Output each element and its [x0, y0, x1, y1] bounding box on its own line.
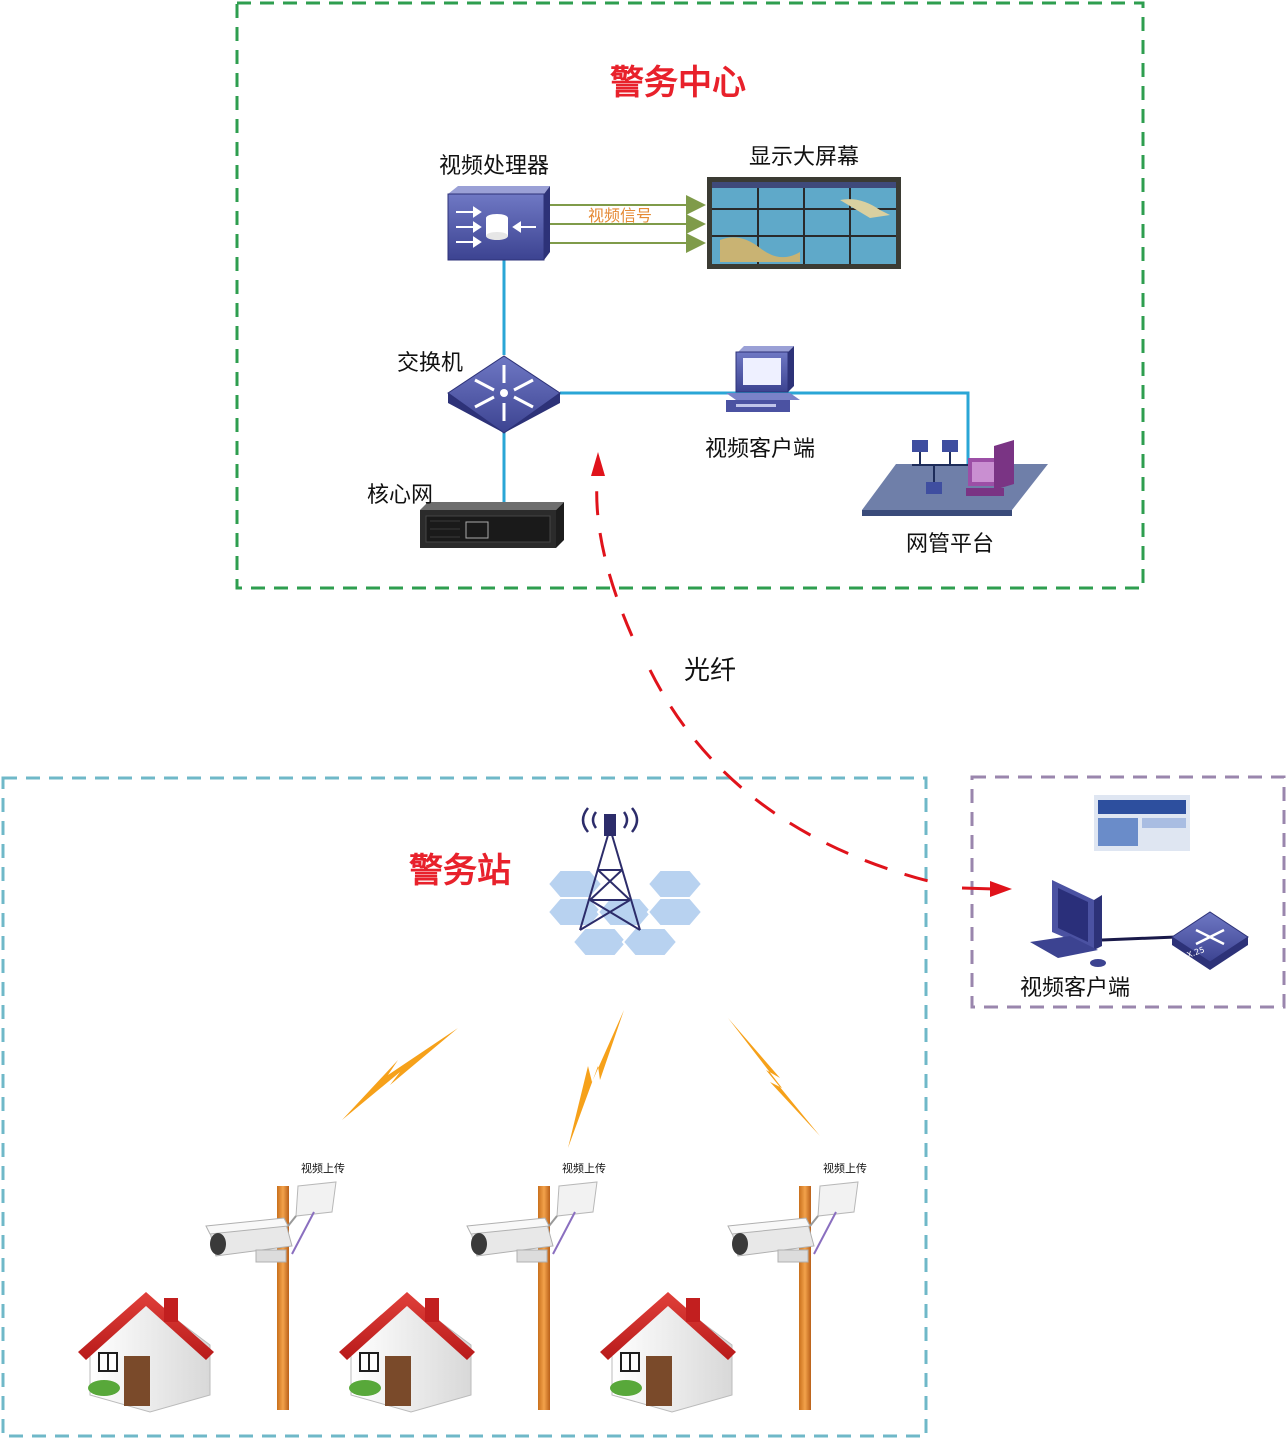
police-center-border — [235, 1, 1145, 590]
surveillance-camera-icon — [205, 1217, 293, 1263]
nms-platform-label: 网管平台 — [906, 532, 994, 557]
house-icon — [78, 1292, 214, 1413]
fiber-link-lower — [648, 669, 933, 884]
remote-client-border — [970, 775, 1286, 1009]
display-screen-label: 显示大屏幕 — [749, 145, 859, 170]
server-icon — [420, 502, 564, 548]
fiber-arrow-right — [990, 881, 1012, 897]
video-upload-label: 视频上传 — [823, 1161, 867, 1175]
video-processor-label: 视频处理器 — [439, 154, 549, 179]
desktop-computer-icon — [726, 346, 800, 412]
police-center-title: 警务中心 — [610, 63, 746, 103]
video-processor-icon — [447, 186, 550, 261]
site-2: 视频上传 — [339, 1161, 606, 1413]
house-icon — [600, 1292, 736, 1413]
lightning-icon — [342, 1028, 458, 1120]
video-upload-label: 视频上传 — [301, 1161, 345, 1175]
remote-link — [1101, 935, 1177, 942]
switch-label: 交换机 — [397, 351, 463, 376]
wireless-antenna-icon — [809, 1181, 859, 1255]
switch-icon — [447, 355, 561, 434]
lightning-icon — [728, 1018, 820, 1136]
remote-screenshot-icon — [1094, 795, 1190, 851]
desktop-computer-icon — [1030, 880, 1106, 967]
video-upload-label: 视频上传 — [562, 1161, 606, 1175]
police-station-border — [1, 776, 928, 1438]
switch-client-platform-link — [560, 391, 970, 470]
surveillance-camera-icon — [466, 1217, 554, 1263]
house-icon — [339, 1292, 475, 1413]
remote-video-client-label: 视频客户端 — [1020, 976, 1130, 1001]
display-wall-icon — [707, 177, 901, 269]
fiber-label: 光纤 — [684, 656, 736, 686]
fiber-link — [595, 469, 634, 637]
site-3: 视频上传 — [600, 1161, 867, 1413]
site-1: 视频上传 — [78, 1161, 345, 1413]
fiber-link-tail — [961, 886, 995, 891]
network-platform-icon — [862, 440, 1048, 516]
center-video-client-label: 视频客户端 — [705, 437, 815, 462]
lightning-icon — [568, 1010, 624, 1148]
radio-tower-icon — [546, 807, 704, 957]
fiber-arrow-up — [591, 452, 605, 476]
police-station-title: 警务站 — [409, 851, 511, 891]
wireless-antenna-icon — [548, 1181, 598, 1255]
router-icon: X.25 — [1171, 911, 1249, 970]
wireless-antenna-icon — [287, 1181, 337, 1255]
surveillance-camera-icon — [727, 1217, 815, 1263]
core-network-label: 核心网 — [367, 483, 433, 508]
video-signal-label: 视频信号 — [588, 206, 652, 225]
